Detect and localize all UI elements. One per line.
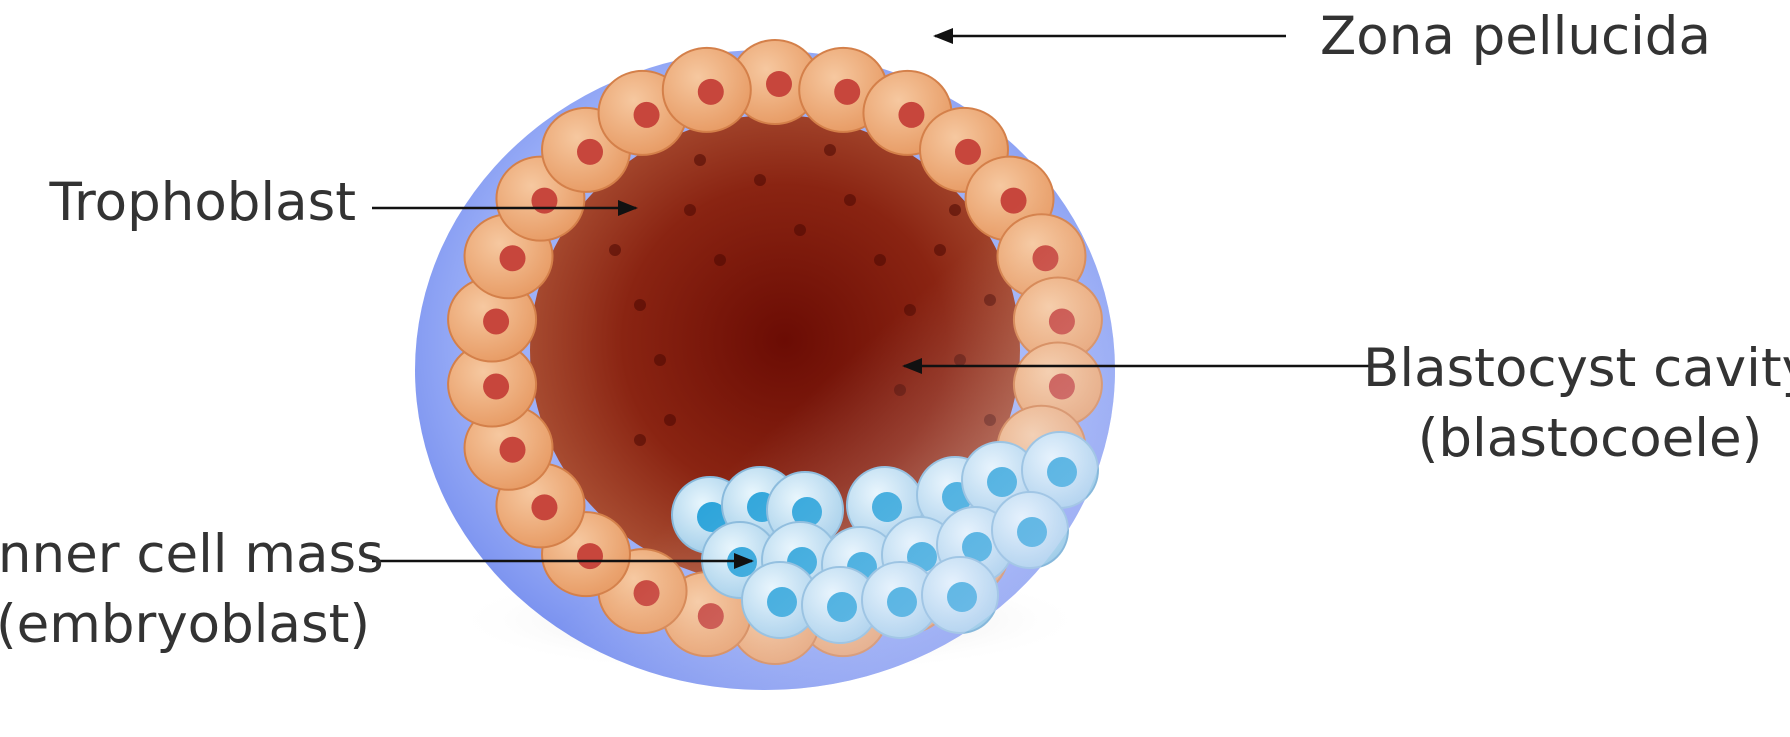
blastocyst-cavity-label: Blastocyst cavity [1363, 338, 1790, 399]
blastocoele-label: (blastocoele) [1418, 408, 1763, 469]
inner-cell-mass-label: Inner cell mass [0, 524, 384, 585]
zona-pellucida-label: Zona pellucida [1320, 6, 1711, 67]
fade-overlay [415, 50, 1115, 690]
embryoblast-label: (embryoblast) [0, 594, 370, 655]
trophoblast-label: Trophoblast [48, 172, 356, 233]
